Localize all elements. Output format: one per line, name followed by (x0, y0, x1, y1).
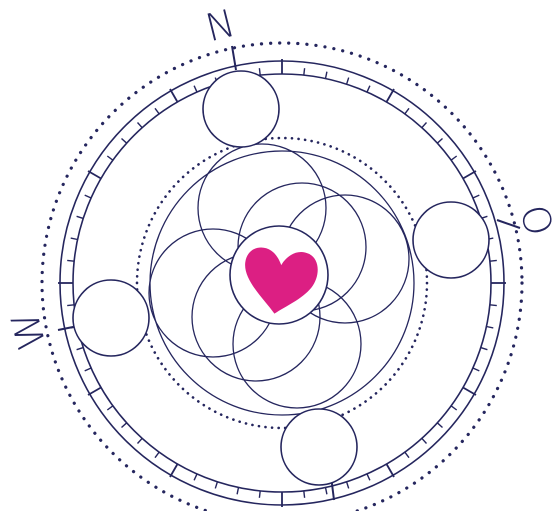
tick-mark (170, 464, 178, 477)
tick-mark (77, 216, 84, 218)
tick-mark (422, 123, 427, 128)
tick-mark (122, 423, 127, 428)
tick-mark (367, 474, 370, 480)
tick-mark (347, 78, 349, 85)
north-orb (203, 71, 279, 147)
east-label: O (511, 200, 554, 240)
tick-mark (85, 195, 91, 198)
tick-mark (422, 438, 427, 443)
north-label: N (201, 1, 239, 51)
tick-mark (486, 327, 493, 328)
tick-mark (304, 68, 305, 75)
tick-mark (138, 123, 143, 128)
tick-mark (473, 368, 479, 371)
tick-mark (77, 348, 84, 350)
tick-mark (405, 452, 409, 458)
tick-mark (451, 156, 457, 160)
tick-mark (122, 139, 127, 144)
tick-mark (88, 388, 101, 396)
tick-mark (463, 388, 476, 396)
tick-mark (347, 482, 349, 489)
center-medallion (230, 226, 328, 324)
west-orb (73, 280, 149, 356)
tick-mark (326, 72, 327, 79)
tick-mark (259, 491, 260, 498)
tick-mark (107, 156, 113, 160)
tick-mark (367, 86, 370, 92)
tick-mark (481, 348, 488, 350)
south-orb (281, 409, 357, 485)
tick-mark (67, 260, 74, 261)
tick-mark (237, 487, 238, 494)
tick-mark (490, 260, 497, 261)
tick-mark (387, 464, 395, 477)
tick-mark (259, 68, 260, 75)
tick-mark (85, 368, 91, 371)
tick-mark (194, 86, 197, 92)
tick-mark (138, 438, 143, 443)
tick-mark (473, 195, 479, 198)
tick-mark (437, 423, 442, 428)
tick-mark (463, 171, 476, 179)
tick-mark (71, 238, 78, 239)
tick-mark (451, 406, 457, 410)
tick-mark (170, 89, 178, 102)
tick-mark (215, 482, 217, 489)
tick-mark (437, 139, 442, 144)
tick-mark (155, 108, 159, 114)
tick-mark (155, 452, 159, 458)
east-orb (413, 202, 489, 278)
tick-mark (194, 474, 197, 480)
tick-mark (405, 108, 409, 114)
tick-mark (107, 406, 113, 410)
tick-mark (490, 305, 497, 306)
tick-mark (304, 491, 305, 498)
west-label: W (2, 307, 54, 355)
tick-mark (88, 171, 101, 179)
tick-mark (387, 89, 395, 102)
tick-mark (326, 487, 327, 494)
tick-mark (67, 305, 74, 306)
